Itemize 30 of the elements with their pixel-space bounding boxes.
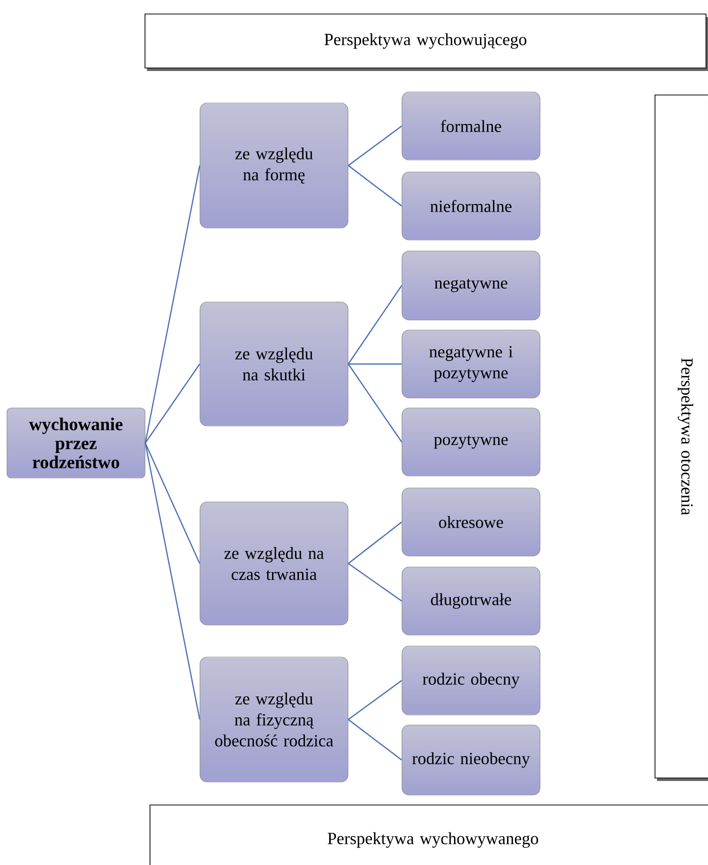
connector-line xyxy=(348,680,402,720)
leaf-box: rodzic nieobecny xyxy=(402,724,540,796)
connector-line xyxy=(348,563,402,602)
perspective-box: Perspektywa wychowującego xyxy=(144,14,708,71)
perspective-box: Perspektywa wychowywanego xyxy=(150,804,708,865)
category-box: ze względu na formę xyxy=(200,102,348,228)
connector-line xyxy=(144,442,200,720)
leaf-box: formalne xyxy=(402,92,540,160)
category-box: ze względu na czas trwania xyxy=(200,502,348,626)
connector-line xyxy=(348,126,402,166)
connector-line xyxy=(144,442,200,564)
connector-line xyxy=(348,364,402,442)
root-box: wychowanie przez rodzeństwo xyxy=(6,408,146,478)
connector-line xyxy=(144,364,200,444)
leaf-box: okresowe xyxy=(402,488,540,556)
connector-line xyxy=(348,165,402,206)
connector-line xyxy=(348,522,402,564)
leaf-box: negatywne xyxy=(402,250,540,320)
connector-line xyxy=(348,363,402,365)
category-box: ze względu na fizyczną obecność rodzica xyxy=(200,656,348,782)
leaf-box: długotrwałe xyxy=(402,566,540,636)
leaf-box: rodzic obecny xyxy=(402,646,540,716)
leaf-box: pozytywne xyxy=(402,408,540,476)
connector-line xyxy=(144,165,200,444)
leaf-box: nieformalne xyxy=(402,172,540,240)
connector-line xyxy=(348,285,402,364)
leaf-box: negatywne i pozytywne xyxy=(402,330,540,398)
perspective-box: Perspektywa otoczenia xyxy=(654,94,708,781)
connector-line xyxy=(348,719,402,760)
category-box: ze względu na skutki xyxy=(200,302,348,426)
